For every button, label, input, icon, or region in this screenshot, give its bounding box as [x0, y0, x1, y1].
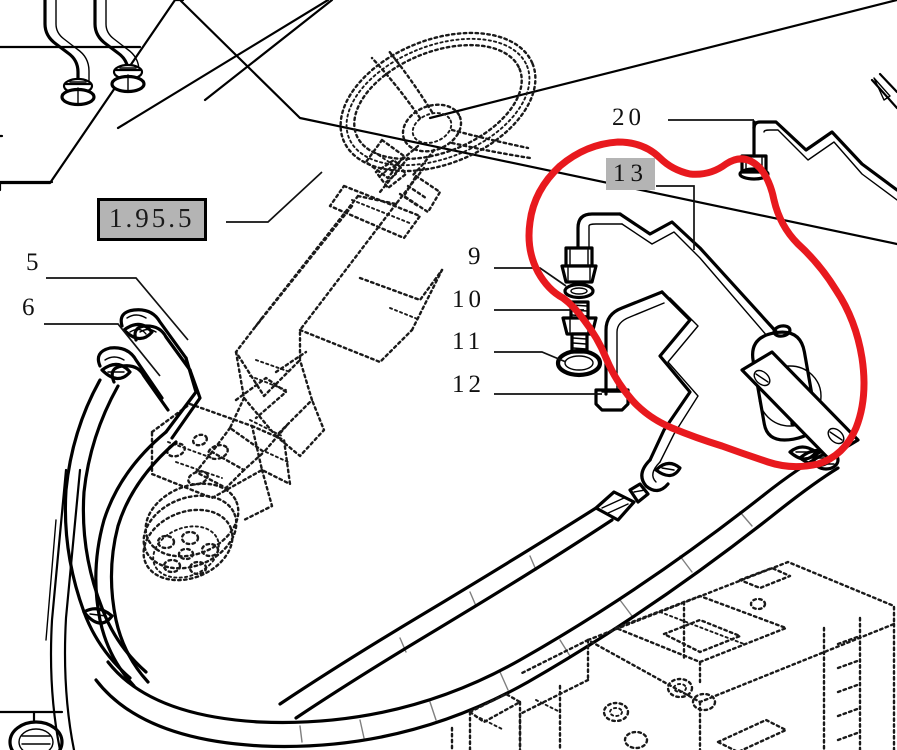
tube-20-assembly — [738, 120, 897, 201]
callout-5: 5 — [26, 249, 43, 276]
callout-12: 12 — [452, 371, 485, 398]
hose-assembly-5-6 — [45, 308, 202, 750]
steering-column-phantom — [194, 138, 444, 490]
callout-6: 6 — [22, 294, 39, 321]
rear-housing-phantom — [450, 560, 896, 750]
corner-bracket-top-right — [870, 72, 897, 110]
floor-plate-edge — [0, 0, 897, 246]
red-annotation-loop — [525, 138, 868, 471]
steering-wheel-phantom — [339, 31, 537, 178]
steering-valve-phantom — [142, 350, 308, 582]
callout-leader-lines — [44, 119, 754, 395]
callout-10: 10 — [452, 286, 485, 313]
section-ref-leader — [226, 171, 323, 223]
callout-20: 20 — [612, 104, 645, 131]
callout-9: 9 — [468, 243, 485, 270]
callout-11: 11 — [452, 328, 485, 355]
accumulator-tube-13 — [576, 212, 860, 461]
callout-13-highlighted: 13 — [606, 158, 655, 190]
tube-12-assembly — [594, 290, 699, 493]
drum-fragment-bottom-left — [0, 710, 64, 750]
section-reference-box: 1.95.5 — [97, 198, 207, 241]
tube-pair-top-left — [43, 0, 146, 107]
secondary-hose-with-ferrule — [278, 461, 682, 720]
